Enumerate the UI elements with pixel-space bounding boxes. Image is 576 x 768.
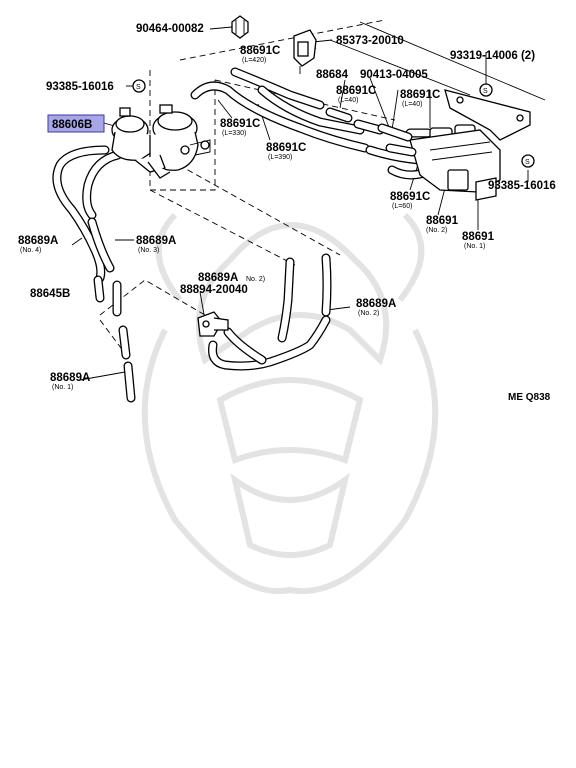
label-88691c-top: 88691C: [240, 45, 280, 57]
label-90464: 90464-00082: [136, 23, 204, 35]
label-88691c-top-len: (L=420): [242, 57, 266, 64]
vsv-assembly: [377, 123, 501, 201]
bolt-93385-left: S: [132, 79, 146, 93]
hose-left-short: [82, 150, 123, 273]
part-labels: 90464-00082 85373-20010 88691C (L=420) 9…: [18, 23, 556, 403]
label-88689a-no3-sub: (No. 3): [138, 247, 159, 254]
label-90413: 90413-04005: [360, 69, 428, 81]
highlight-88606b: [47, 114, 105, 133]
label-88691c-m40-len: (L=40): [338, 97, 358, 104]
label-88606b[interactable]: 88606B: [52, 119, 92, 131]
label-88689a-no4-sub: (No. 4): [20, 247, 41, 254]
diagram-code: ME Q838: [508, 392, 551, 403]
label-85373: 85373-20010: [336, 35, 404, 47]
label-88691-no1-sub: (No. 1): [464, 243, 485, 250]
label-88691-no1: 88691: [462, 231, 495, 243]
label-93385-right: 93385-16016: [488, 180, 556, 192]
hose-bottom-loop: [208, 315, 331, 371]
hose-88689a-no2-vertical: [277, 253, 332, 343]
label-88689a-no4: 88689A: [18, 235, 58, 247]
label-88894: 88894-20040: [180, 284, 248, 296]
label-88689a-no2-sub: (No. 2): [358, 310, 379, 317]
valve-88606b: [111, 104, 211, 179]
label-88691c-330-len: (L=330): [222, 130, 246, 137]
tee-88894: [197, 311, 229, 337]
label-93385-left: 93385-16016: [46, 81, 114, 93]
label-88689a-no2: 88689A: [356, 298, 396, 310]
label-88691c-r40-len: (L=40): [402, 101, 422, 108]
hose-no1: [118, 325, 136, 403]
label-88691c-m40: 88691C: [336, 85, 376, 97]
label-88689a-no2-top: 88689A: [198, 272, 238, 284]
label-88691c-r40: 88691C: [400, 89, 440, 101]
label-88691c-60-len: (L=60): [392, 203, 412, 210]
svg-text:S: S: [525, 159, 530, 166]
bolt-93319: S: [479, 83, 493, 97]
bolt-93385-right: S: [521, 154, 535, 168]
clamp-90464: [231, 15, 249, 39]
label-88684: 88684: [316, 69, 349, 81]
label-88645b: 88645B: [30, 288, 70, 300]
svg-text:S: S: [483, 88, 488, 95]
label-88689a-no2-top-sub: No. 2): [246, 276, 265, 283]
label-88689a-no3: 88689A: [136, 235, 176, 247]
label-88691c-390-len: (L=390): [268, 154, 292, 161]
label-88691-no2: 88691: [426, 215, 459, 227]
label-88689a-no1-sub: (No. 1): [52, 384, 73, 391]
label-88691c-60: 88691C: [390, 191, 430, 203]
bracket-right: [444, 89, 531, 141]
hose-left-long: [52, 145, 110, 283]
hose-88645b-segment: [93, 275, 122, 317]
label-88691c-390: 88691C: [266, 142, 306, 154]
label-88691c-330: 88691C: [220, 118, 260, 130]
hose-top-long: [190, 67, 425, 165]
label-88689a-no1: 88689A: [50, 372, 90, 384]
label-93319: 93319-14006 (2): [450, 50, 535, 62]
fitting-85373: [293, 29, 317, 74]
label-88691-no2-sub: (No. 2): [426, 227, 447, 234]
svg-text:S: S: [136, 84, 141, 91]
